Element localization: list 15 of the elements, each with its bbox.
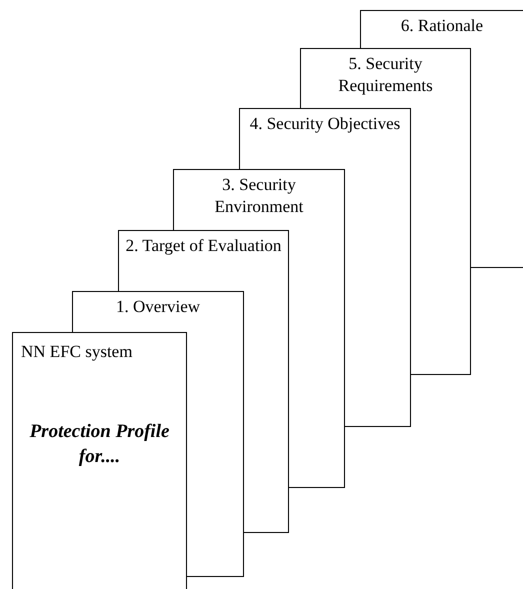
document-page bbox=[239, 108, 411, 169]
document-page bbox=[360, 10, 523, 48]
page-heading: 5. Security Requirements bbox=[337, 53, 434, 97]
document-page bbox=[118, 230, 289, 291]
document-page bbox=[300, 48, 471, 108]
page-heading: 3. Security Environment bbox=[214, 174, 304, 218]
page-heading: 4. Security Objectives bbox=[248, 113, 402, 135]
document-page bbox=[72, 291, 244, 332]
page-heading: 2. Target of Evaluation bbox=[124, 235, 282, 257]
page-heading: 6. Rationale bbox=[400, 15, 484, 37]
page-title: Protection Profile for.... bbox=[28, 420, 170, 469]
document-page bbox=[12, 332, 187, 589]
page-heading: 1. Overview bbox=[114, 296, 202, 318]
document-page bbox=[173, 169, 345, 230]
page-heading: NN EFC system bbox=[21, 341, 134, 363]
